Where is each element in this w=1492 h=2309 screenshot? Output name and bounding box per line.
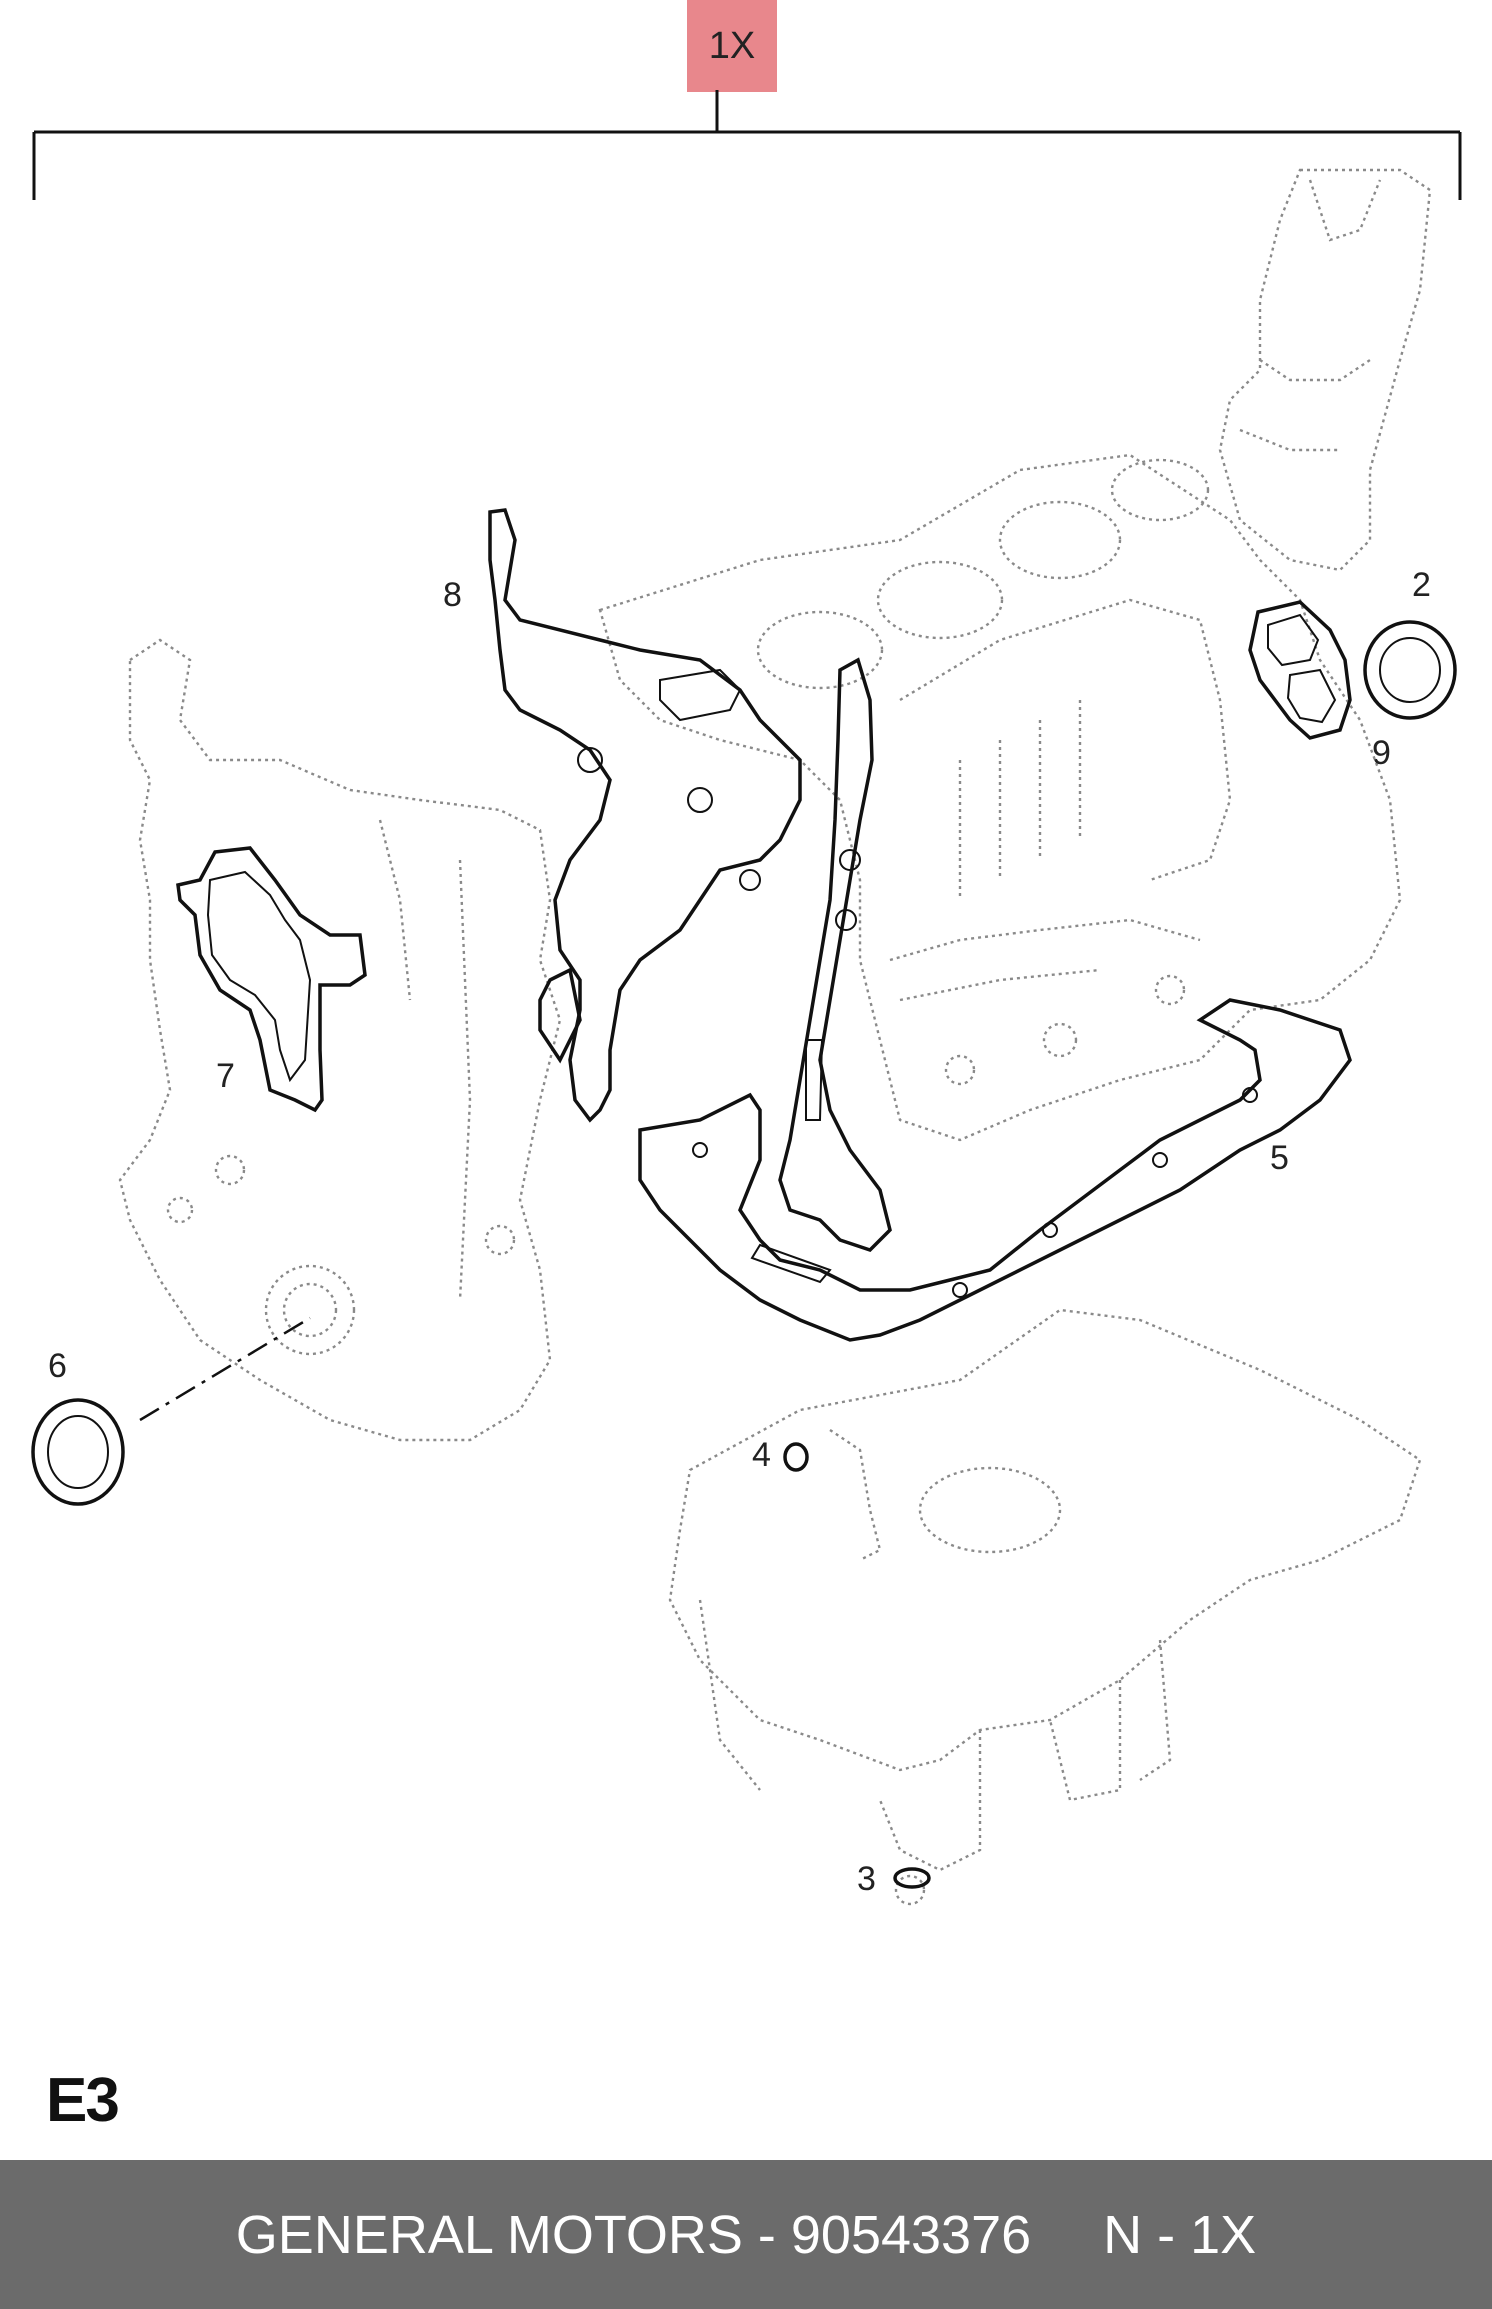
footer-bar: GENERAL MOTORS - 90543376 N - 1X xyxy=(0,2160,1492,2309)
part-7-water-pump-gasket xyxy=(176,846,367,1113)
engine-block-outline xyxy=(598,453,1402,1142)
part-6-crank-seal xyxy=(31,1316,311,1506)
callout-3: 3 xyxy=(857,1860,876,1898)
part-4-o-ring xyxy=(783,1442,809,1472)
quantity-tag: 1X xyxy=(687,0,777,92)
callout-8: 8 xyxy=(443,576,462,614)
part-2-seal-ring xyxy=(1363,620,1457,720)
part-3-drain-washer xyxy=(893,1867,931,1889)
footer-brand-part: GENERAL MOTORS - 90543376 xyxy=(235,2204,1032,2265)
part-8-front-cover-gasket xyxy=(488,508,892,1253)
oil-filter-housing-outline xyxy=(1218,168,1432,572)
timing-cover-outline xyxy=(118,638,562,1442)
callout-6: 6 xyxy=(48,1347,67,1385)
footer-quantity: N - 1X xyxy=(1103,2204,1257,2265)
exploded-parts-diagram xyxy=(31,90,1462,1906)
part-5-oil-pan-gasket xyxy=(638,998,1352,1342)
oil-pan-outline xyxy=(668,1308,1422,1906)
section-code: E3 xyxy=(46,2066,120,2135)
kit-bracket xyxy=(32,90,1462,200)
callout-9: 9 xyxy=(1372,734,1391,772)
callout-2: 2 xyxy=(1412,566,1431,604)
part-9-filter-housing-gasket xyxy=(1248,600,1352,740)
callout-4: 4 xyxy=(752,1436,771,1474)
callout-5: 5 xyxy=(1270,1139,1289,1177)
callout-7: 7 xyxy=(216,1057,235,1095)
